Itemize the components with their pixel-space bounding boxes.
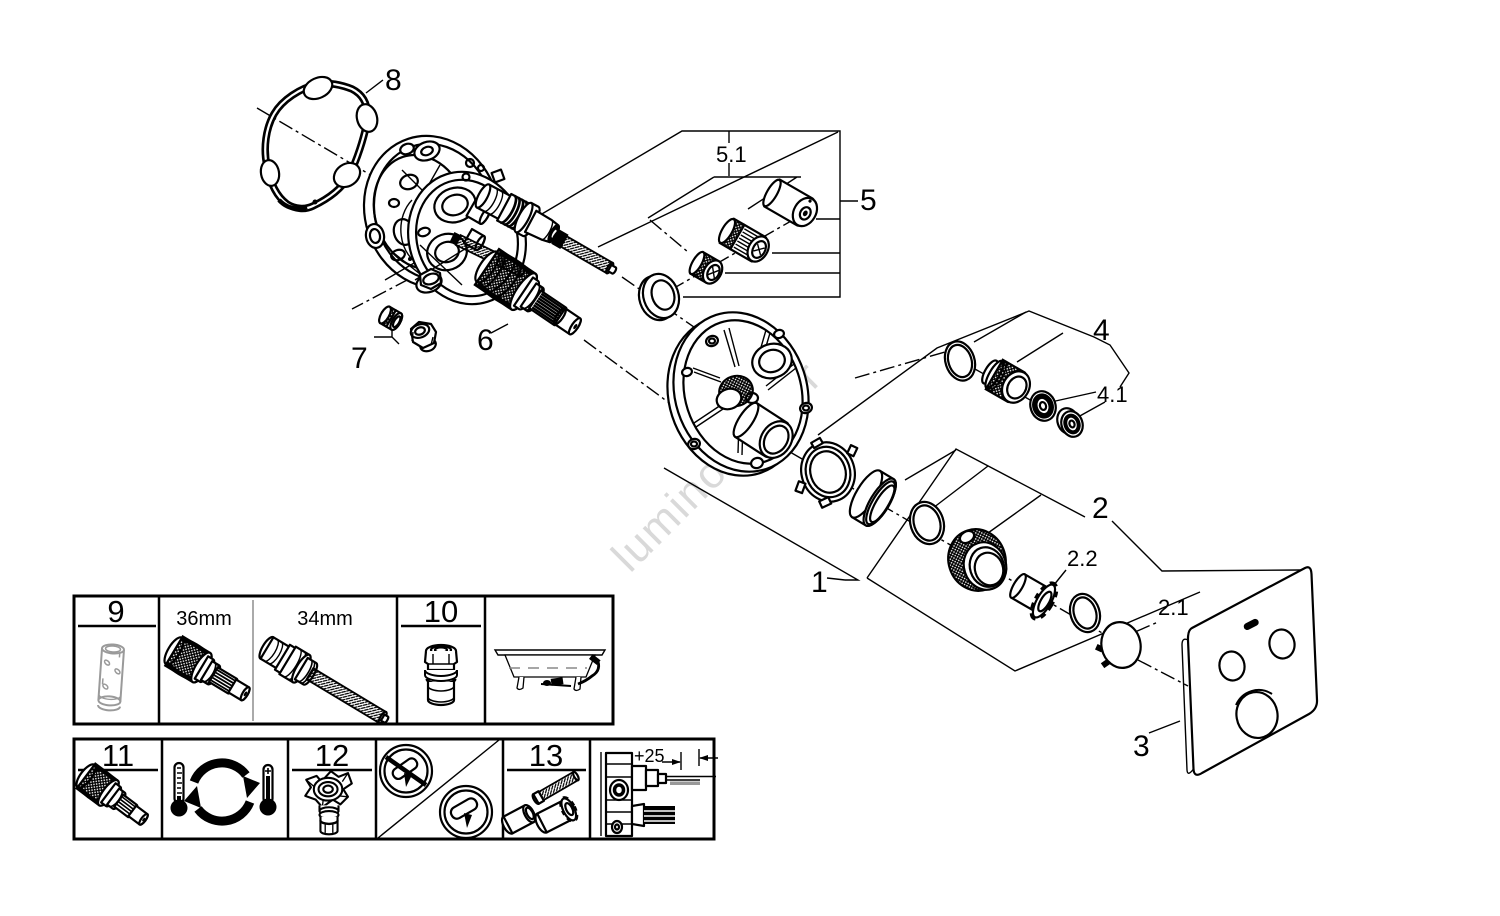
svg-text:36mm: 36mm xyxy=(176,608,232,630)
svg-text:2.1: 2.1 xyxy=(1158,595,1189,620)
svg-text:3: 3 xyxy=(1133,730,1150,763)
svg-text:8: 8 xyxy=(385,64,402,97)
svg-text:9: 9 xyxy=(107,594,124,629)
svg-text:1: 1 xyxy=(811,566,828,599)
svg-text:4: 4 xyxy=(1093,314,1110,347)
svg-text:11: 11 xyxy=(102,738,134,773)
svg-text:5: 5 xyxy=(860,184,877,217)
svg-text:7: 7 xyxy=(351,342,368,375)
svg-text:+25: +25 xyxy=(634,746,665,766)
svg-text:6: 6 xyxy=(477,324,494,357)
svg-text:4.1: 4.1 xyxy=(1097,382,1128,407)
svg-text:10: 10 xyxy=(424,594,458,629)
svg-text:12: 12 xyxy=(315,738,349,773)
svg-text:2.2: 2.2 xyxy=(1067,546,1098,571)
svg-text:13: 13 xyxy=(529,738,563,773)
svg-text:34mm: 34mm xyxy=(297,608,353,630)
svg-text:2: 2 xyxy=(1092,492,1109,525)
svg-text:5.1: 5.1 xyxy=(716,142,747,167)
